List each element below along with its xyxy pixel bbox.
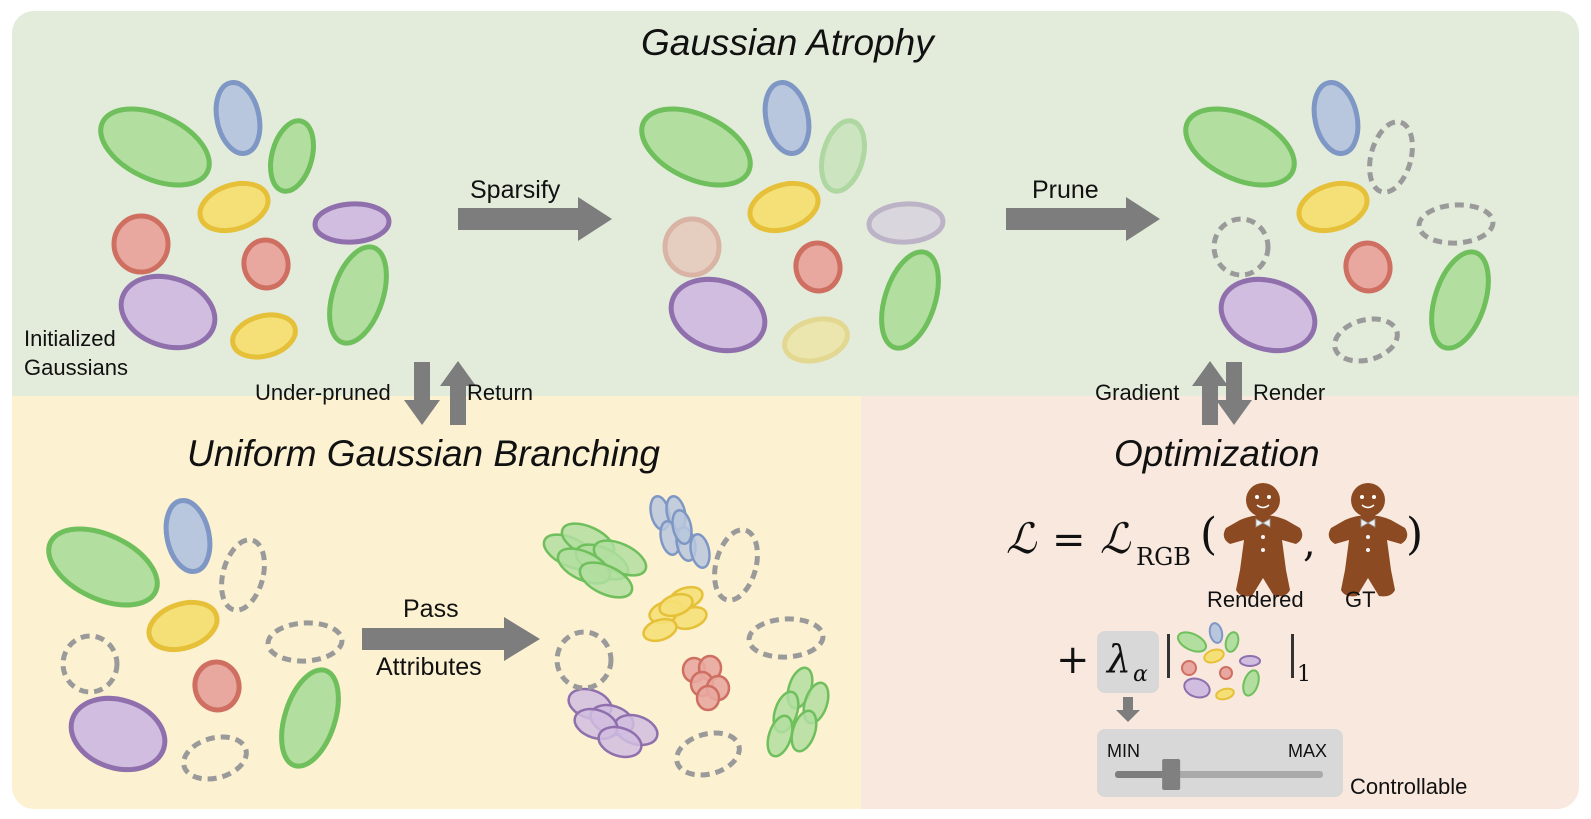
equals-sign: = [1052, 517, 1086, 563]
branched-gaussians-cluster [542, 495, 830, 778]
lambda-to-slider-arrow [1116, 697, 1140, 722]
initialized-label-line1: Initialized [24, 326, 116, 351]
left-paren: ( [1200, 509, 1218, 560]
render-arrow [1216, 362, 1252, 425]
norm-right-bar [1291, 634, 1294, 678]
lambda-symbol: λ [1107, 637, 1132, 681]
norm-left-bar [1167, 634, 1170, 678]
sparsified-gaussians-cluster [639, 80, 946, 364]
controllable-label: Controllable [1350, 774, 1468, 799]
prune-arrow [1006, 197, 1160, 241]
rgb-subscript: RGB [1136, 543, 1191, 571]
loss-symbol: ℒ [1006, 514, 1037, 563]
initialized-gaussians-cluster [98, 80, 392, 360]
gingerbread-rendered-image [1223, 483, 1303, 597]
comma: , [1303, 520, 1316, 566]
slider-max-label: MAX [1288, 741, 1328, 761]
return-label: Return [467, 380, 534, 405]
lambda-box [1097, 631, 1159, 693]
lambda-subscript: α [1133, 662, 1148, 687]
right-paren: ) [1406, 509, 1424, 560]
gingerbread-gt-image [1328, 483, 1408, 597]
prune-label: Prune [1032, 176, 1099, 204]
pass-attributes-arrow [362, 617, 540, 661]
initialized-label-line2: Gaussians [24, 355, 128, 380]
gradient-label: Gradient [1095, 380, 1180, 405]
loss-rgb-symbol: ℒ [1100, 514, 1131, 563]
attributes-label: Attributes [376, 653, 482, 681]
slider-min-label: MIN [1107, 741, 1140, 761]
pruned-gaussians-cluster [1183, 80, 1496, 364]
pass-label: Pass [403, 595, 459, 623]
plus-sign: + [1056, 637, 1090, 683]
under-pruned-label: Under-pruned [255, 380, 391, 405]
gt-label: GT [1345, 587, 1376, 612]
controllable-slider-panel [1097, 729, 1343, 797]
sparsify-label: Sparsify [470, 176, 561, 204]
slider-fill [1115, 771, 1172, 778]
optimization-title: Optimization [1114, 433, 1320, 474]
gradient-arrow [1192, 361, 1228, 425]
pre-branching-gaussians-cluster [46, 498, 345, 782]
sparsify-arrow [458, 197, 612, 241]
gaussian-atrophy-title: Gaussian Atrophy [641, 22, 934, 63]
render-label: Render [1253, 380, 1326, 405]
norm-mini-gaussians [1176, 622, 1261, 701]
rendered-label: Rendered [1207, 587, 1304, 612]
slider-thumb[interactable] [1162, 759, 1181, 790]
norm-subscript: 1 [1297, 662, 1311, 687]
return-arrow [440, 361, 476, 425]
uniform-gaussian-branching-title: Uniform Gaussian Branching [187, 433, 660, 474]
under-pruned-arrow [404, 362, 440, 425]
